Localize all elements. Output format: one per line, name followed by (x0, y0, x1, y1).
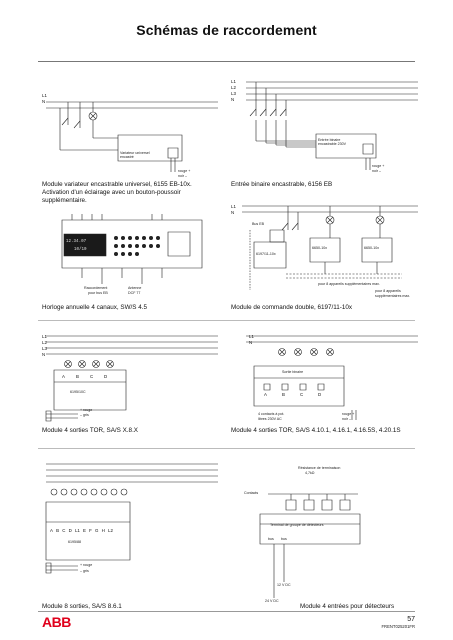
resistance-value: 4,7kΩ (305, 471, 315, 475)
channel-b: B (56, 528, 60, 533)
channel-row: A B C D L1 E F G H L2 (50, 528, 113, 533)
wire-label-plus: + rouge (80, 408, 93, 412)
channel-c: C (300, 392, 304, 397)
caption-8-sorties: Module 8 sorties, SA/S 8.6.1 (42, 603, 122, 610)
device-label: Entrée binaire (318, 138, 341, 142)
channel-d: D (104, 374, 108, 379)
channel-f: F (89, 528, 92, 533)
schematic-entree-binaire (228, 76, 418, 176)
schematic-4-sorties-410 (228, 330, 418, 425)
line-label-n: N (42, 352, 46, 357)
document-reference: FRENT025201FR (381, 624, 415, 629)
device-label: Sortie binaire (282, 370, 304, 374)
channel-c: C (90, 374, 94, 379)
page-number: 57 (407, 616, 415, 623)
section-divider (38, 448, 415, 449)
caption-entree-binaire: Entrée binaire encastrable, 6156 EB (231, 181, 333, 188)
channel-l1: L1 (74, 528, 80, 533)
schematic-variateur (38, 80, 218, 180)
resistance-label: Résistance de terminaison (298, 466, 341, 470)
line-label-l1: L1 (249, 334, 254, 339)
abb-logo: ABB (42, 614, 71, 630)
wire-label-plus: rouge + (342, 412, 355, 416)
channel-e: E (83, 528, 86, 533)
schematic-4-entrees (228, 458, 418, 608)
bus-label: pour bus EB (88, 291, 108, 295)
channel-b: B (76, 374, 79, 379)
line-label-l3: L3 (42, 346, 47, 351)
caption-variateur: Module variateur encastrable universel, … (42, 181, 192, 204)
line-label-n: N (249, 340, 253, 345)
line-label-n: N (231, 210, 235, 215)
line-label-l1: L1 (231, 79, 236, 84)
device-label: encastré (120, 155, 134, 159)
caption-4-sorties-410: Module 4 sorties TOR, SA/S 4.10.1, 4.16.… (231, 427, 401, 434)
clock-display-time: 12.34.07 (66, 240, 87, 244)
bus-label: bus (268, 537, 274, 541)
voltage-label: 24 V DC (265, 599, 279, 603)
antenna-label: DCF 77 (128, 291, 141, 295)
channel-d: D (318, 392, 322, 397)
page-title: Schémas de raccordement (136, 22, 317, 38)
voltage-label: 12 V DC (277, 583, 291, 587)
wire-label-minus: – gris (80, 413, 89, 417)
channel-a: A (264, 392, 267, 397)
line-label-n: N (231, 97, 235, 102)
line-label-l2: L2 (231, 85, 236, 90)
device-label: Variateur universel (120, 151, 150, 155)
line-label-n: N (42, 99, 46, 104)
channel-b: B (282, 392, 285, 397)
antenna-label: Antenne (128, 286, 142, 290)
channel-g: G (95, 528, 99, 533)
footer-rule (38, 611, 415, 612)
note-label: pour 8 appareils (375, 289, 401, 293)
clock-display-date: 10/10 (74, 248, 87, 252)
schematic-4-sorties-xx (38, 330, 218, 425)
channel-h: H (101, 528, 105, 533)
line-label-l1: L1 (42, 334, 47, 339)
contacts-label: Contacts (244, 491, 259, 495)
note-label: supplémentaires max. (375, 294, 411, 298)
terminal-label: Terminal de groupe de détecteurs (270, 523, 324, 527)
wire-label-plus: rouge + (372, 164, 385, 168)
line-label-l3: L3 (231, 91, 236, 96)
caption-4-sorties-xx: Module 4 sorties TOR, SA/S X.8.X (42, 427, 139, 434)
wire-label-minus: noir – (372, 169, 381, 173)
device-label: encastrable 230V (318, 142, 346, 146)
channel-a: A (62, 374, 65, 379)
line-label-l2: L2 (42, 340, 47, 345)
contacts-label: 4 contacts à pot. (258, 412, 285, 416)
contacts-label: libres 230V AC (258, 417, 282, 421)
wire-label-minus: noir – (342, 417, 351, 421)
line-label-l1: L1 (231, 204, 236, 209)
caption-4-entrees: Module 4 entrées pour détecteurs (300, 603, 395, 610)
caption-horloge: Horloge annuelle 4 canaux, SW/S 4.5 (42, 304, 148, 311)
bus-label: bus (281, 537, 287, 541)
section-divider (38, 320, 415, 321)
line-label-l1: L1 (42, 93, 47, 98)
schematic-horloge (42, 214, 222, 304)
wire-label-plus: rouge + (178, 169, 191, 173)
device-label: 6195/10C (70, 390, 86, 394)
channel-d: D (68, 528, 72, 533)
device-label: 6650-10x (312, 246, 327, 250)
schematic-commande-double (228, 200, 418, 304)
device-label: 6650-10x (364, 246, 379, 250)
channel-a: A (50, 528, 53, 533)
caption-commande-double: Module de commande double, 6197/11-10x (231, 304, 353, 311)
bus-label: Raccordement (84, 286, 108, 290)
schematic-8-sorties (38, 458, 218, 588)
channel-l2: L2 (108, 528, 113, 533)
wire-label-plus: + rouge (80, 563, 93, 567)
device-label: 6197/11-10x (256, 252, 276, 256)
wire-label-minus: – gris (80, 569, 89, 573)
note-label: pour 8 appareils supplémentaires max. (318, 282, 380, 286)
device-label: 6195/88 (68, 540, 81, 544)
header-rule (38, 61, 415, 62)
bus-eb-label: Bus EB (252, 222, 264, 226)
channel-c: C (62, 528, 66, 533)
wire-label-minus: noir – (178, 174, 187, 178)
